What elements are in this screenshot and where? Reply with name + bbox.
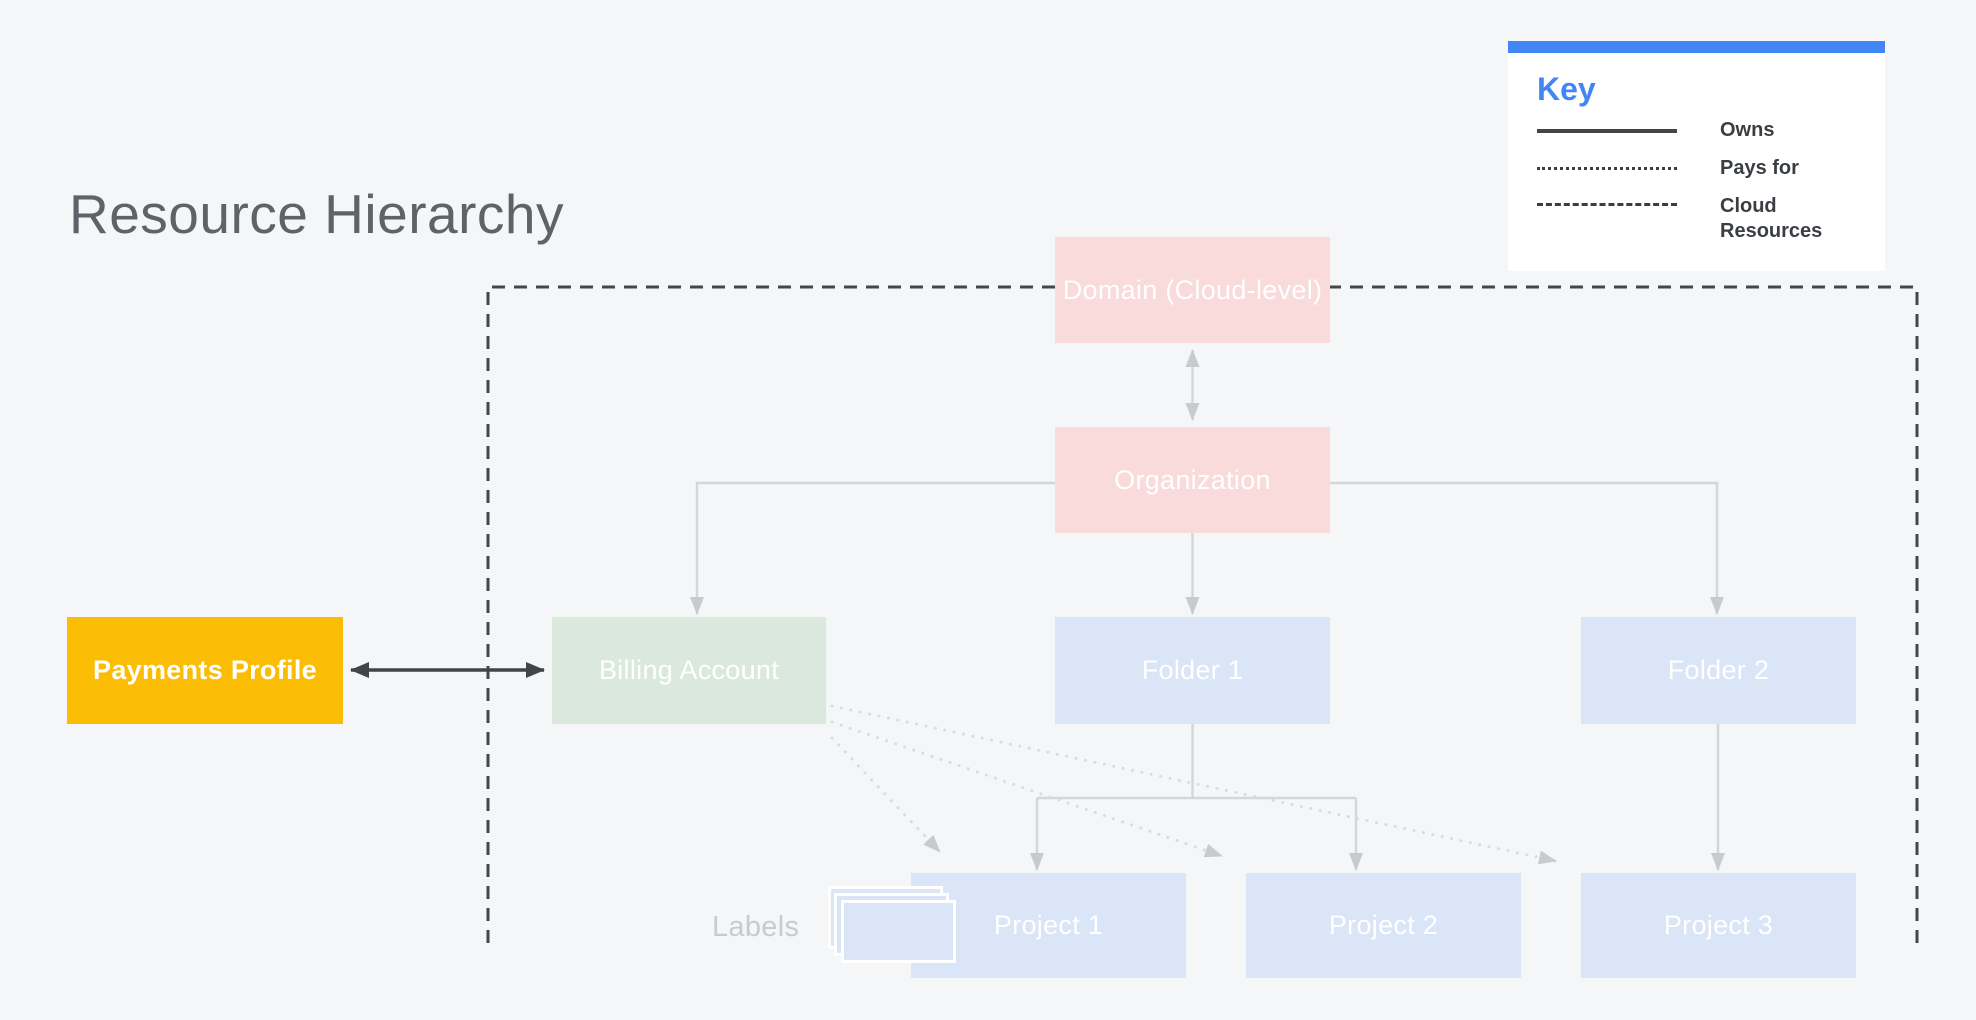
node-domain-label: Domain (Cloud-level) xyxy=(1062,274,1323,305)
legend-row-owns: Owns xyxy=(1537,118,1865,143)
owns-line-organization-billing xyxy=(690,481,1055,615)
node-project-3: Project 3 xyxy=(1581,873,1856,978)
pays-for-line-billing-project2 xyxy=(830,720,1224,858)
page-title: Resource Hierarchy xyxy=(69,183,565,245)
dashed-line-icon xyxy=(1537,203,1677,206)
labels-caption: Labels xyxy=(712,911,800,943)
legend-title: Key xyxy=(1537,71,1596,107)
pays-for-line-billing-project3 xyxy=(830,704,1558,865)
node-payments-profile: Payments Profile xyxy=(67,617,343,724)
legend-label-pays-for: Pays for xyxy=(1720,157,1799,179)
node-folder-1: Folder 1 xyxy=(1055,617,1330,724)
legend-row-cloud-resources: Cloud Resources xyxy=(1537,194,1865,244)
node-domain: Domain (Cloud-level) xyxy=(1055,237,1330,343)
node-payments-profile-label: Payments Profile xyxy=(93,655,317,685)
labels-card-front xyxy=(841,900,956,963)
node-folder-1-label: Folder 1 xyxy=(1141,655,1244,685)
legend-label-cloud-resources: Cloud Resources xyxy=(1720,195,1823,242)
legend-body: Key Owns Pays for Cloud Resources xyxy=(1508,53,1885,271)
owns-line-folder1-branch xyxy=(1037,724,1356,800)
node-project-1-label: Project 1 xyxy=(993,910,1104,940)
legend-panel: Key Owns Pays for Cloud Resources xyxy=(1508,41,1885,271)
node-project-2: Project 2 xyxy=(1246,873,1521,978)
legend-row-pays-for: Pays for xyxy=(1537,156,1865,181)
node-folder-2: Folder 2 xyxy=(1581,617,1856,724)
node-organization-label: Organization xyxy=(1114,464,1271,495)
node-project-2-label: Project 2 xyxy=(1328,910,1439,940)
dotted-line-icon xyxy=(1537,167,1677,170)
node-organization: Organization xyxy=(1055,427,1330,533)
labels-stack-icon xyxy=(828,886,962,968)
node-project-1: Project 1 xyxy=(911,873,1186,978)
node-project-3-label: Project 3 xyxy=(1663,910,1774,940)
node-billing-account-label: Billing Account xyxy=(598,655,780,685)
owns-line-organization-folder2 xyxy=(1330,481,1724,615)
node-folder-2-label: Folder 2 xyxy=(1667,655,1770,685)
solid-line-icon xyxy=(1537,128,1677,133)
node-billing-account: Billing Account xyxy=(552,617,826,724)
legend-label-owns: Owns xyxy=(1720,119,1775,141)
legend-accent-bar xyxy=(1508,41,1885,53)
pays-for-line-billing-project1 xyxy=(830,736,942,854)
